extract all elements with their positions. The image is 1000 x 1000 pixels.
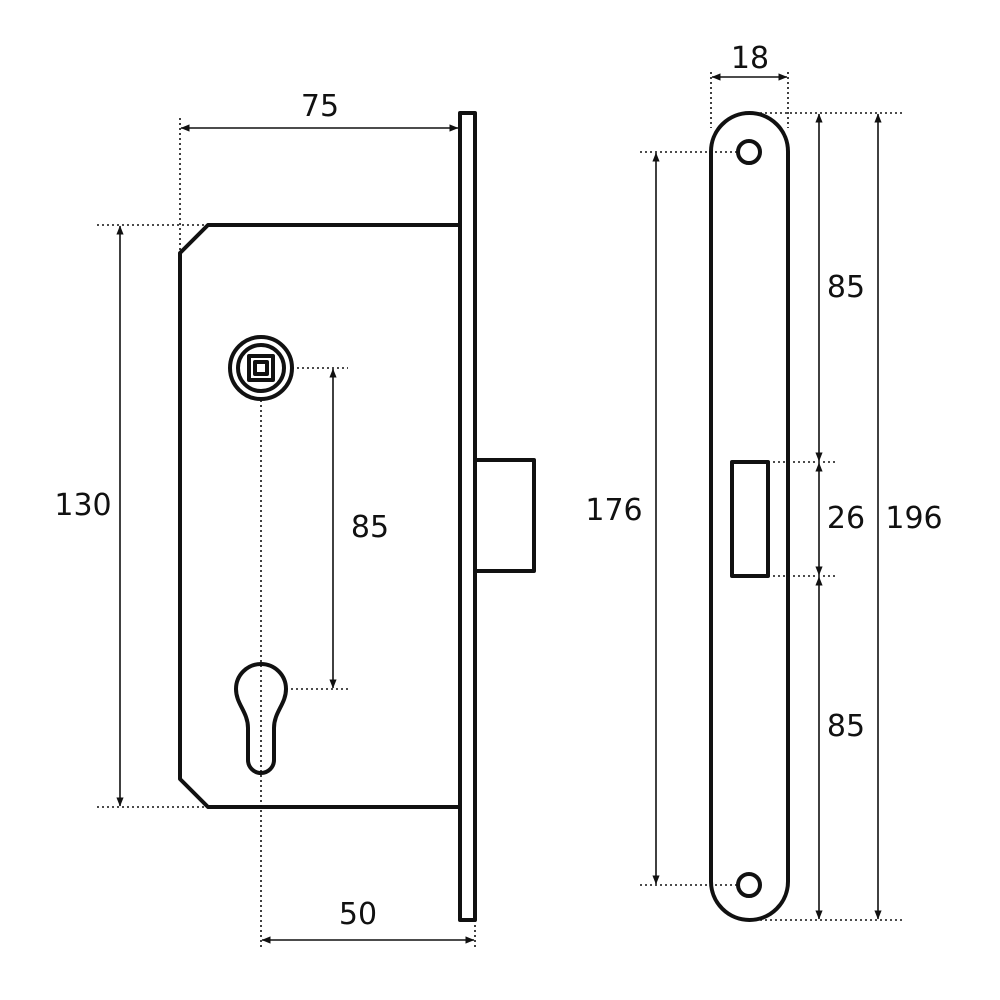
faceplate-dimensions: 18 176 85 26 85 196 [585,41,943,920]
dim-label-50: 50 [339,897,377,932]
faceplate-extension-lines [640,72,905,921]
front-plate [458,111,477,922]
lock-body-dimensions: 75 130 85 50 [54,89,475,944]
dim-label-176: 176 [585,493,642,528]
faceplate-view [709,111,790,922]
dim-label-26: 26 [827,501,865,536]
screw-hole-top [736,139,762,165]
spindle-follower [228,335,294,401]
lock-body-view [178,111,536,922]
dim-label-85-centers: 85 [351,510,389,545]
dim-label-85-upper: 85 [827,270,865,305]
lock-body-extension-lines [97,118,476,948]
latch-opening [730,460,770,578]
lock-case [178,223,460,809]
latch-bolt [475,458,536,573]
dim-label-18: 18 [731,41,769,76]
dim-label-196: 196 [885,501,942,536]
dim-label-85-lower: 85 [827,709,865,744]
faceplate [709,111,790,922]
screw-hole-bottom [736,872,762,898]
cylinder-hole [234,662,288,775]
dim-label-130: 130 [54,488,111,523]
dim-label-75: 75 [301,89,339,124]
